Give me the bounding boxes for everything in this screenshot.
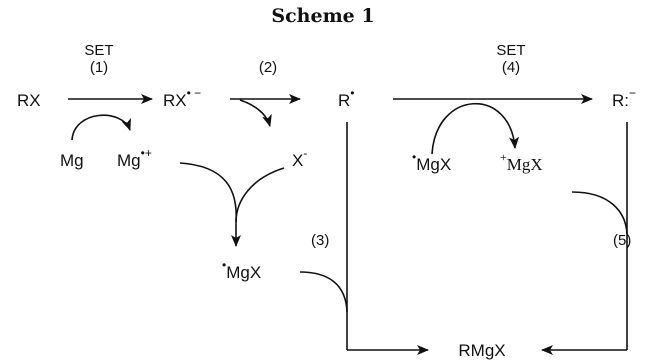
species-rmgx: RMgX (458, 341, 505, 360)
r-radical-dot: • (350, 86, 354, 100)
species-mg-radical-cation: Mg•+ (117, 146, 152, 170)
curved-arrow-halide-path (235, 167, 285, 223)
curved-arrow-mgx-radical-to-cation (431, 102, 520, 155)
halide-anion-charge: - (303, 146, 307, 160)
step4-number: (4) (502, 59, 520, 76)
rx-radical-anion-charge: • − (187, 86, 202, 100)
rx-radical-anion-base: RX (163, 91, 187, 110)
curved-arrow-mg-cation-path (179, 162, 237, 223)
curved-arrow-halide-release (239, 99, 272, 127)
step2-number: (2) (259, 59, 277, 76)
curved-arrow-mgx-radical-joining (299, 271, 348, 313)
r-radical-base: R (338, 91, 350, 110)
step1-number: (1) (90, 59, 108, 76)
mg-radical-cation-base: Mg (117, 151, 141, 170)
species-r-anion: R:− (612, 86, 636, 110)
r-anion-base: R: (612, 91, 629, 110)
curved-arrow-mgx-cation-joining (571, 191, 628, 235)
species-rx: RX (17, 91, 41, 110)
step3-number: (3) (311, 232, 329, 249)
mgx-radical-upper-base: MgX (416, 155, 451, 174)
species-halide-anion: X- (292, 146, 307, 170)
species-rx-radical-anion: RX• − (163, 86, 201, 110)
mgx-cation-charge: + (500, 150, 507, 164)
step1-set-label: SET (84, 42, 113, 59)
mgx-radical-upper-dot: • (412, 150, 416, 164)
species-mgx-radical-lower: •MgX (222, 258, 261, 282)
curved-arrow-mg-to-mg-cation (71, 114, 131, 141)
step4-set-label: SET (496, 42, 525, 59)
species-mgx-cation: +MgX (500, 150, 543, 174)
mgx-cation-base: MgX (507, 155, 543, 174)
step5-number: (5) (613, 232, 631, 249)
scheme-title: Scheme 1 (271, 5, 374, 27)
r-anion-charge: − (629, 86, 636, 100)
species-mg: Mg (60, 151, 84, 170)
species-r-radical: R• (338, 86, 354, 110)
mgx-radical-lower-dot: • (222, 258, 226, 272)
mg-radical-cation-charge: •+ (141, 146, 152, 160)
halide-anion-base: X (292, 151, 303, 170)
mgx-radical-lower-base: MgX (226, 263, 261, 282)
species-mgx-radical-upper: •MgX (412, 150, 451, 174)
